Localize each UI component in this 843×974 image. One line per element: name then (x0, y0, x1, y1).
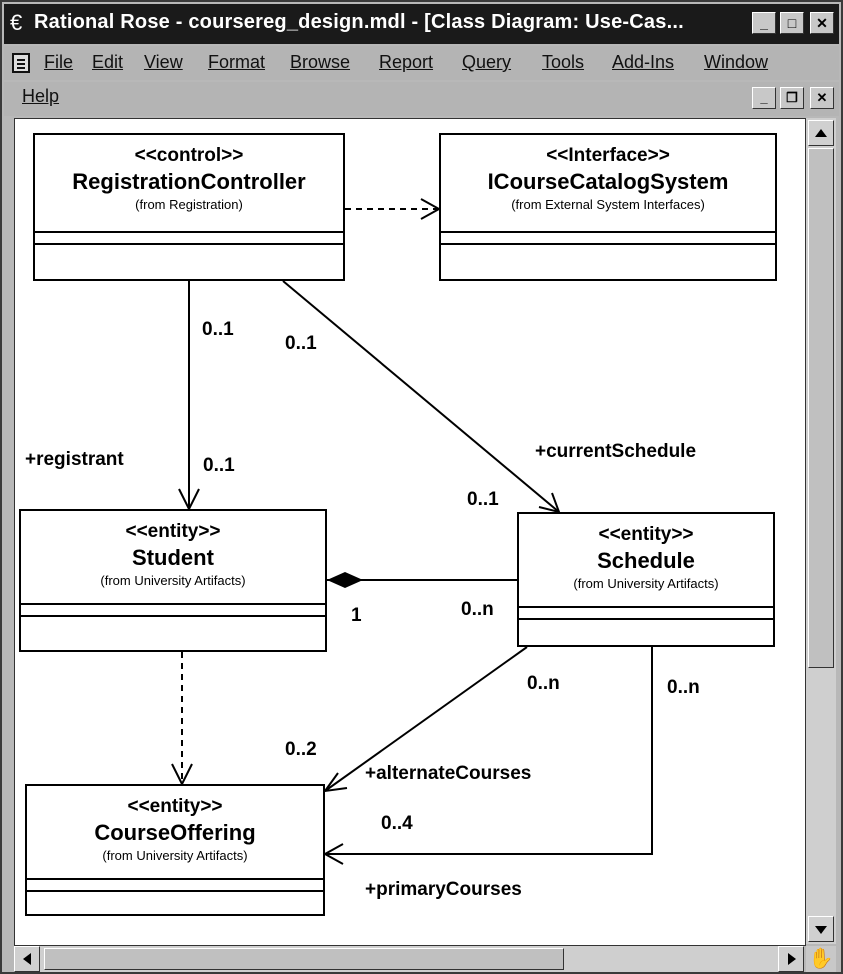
scroll-up-button[interactable] (808, 120, 834, 146)
class-separator (27, 878, 323, 880)
class-stereotype: <<entity>> (125, 521, 221, 542)
multiplicity-label: 0..1 (467, 489, 499, 510)
association-rc-schedule (282, 280, 560, 513)
scroll-left-button[interactable] (14, 946, 40, 972)
child-close-button[interactable]: ✕ (810, 87, 834, 109)
menu-edit[interactable]: Edit (92, 52, 124, 72)
menu-add-ins[interactable]: Add-Ins (612, 52, 675, 72)
class-name: ICourseCatalogSystem (487, 169, 729, 194)
menu-bar: File Edit View Format Browse Report Quer… (4, 46, 839, 80)
multiplicity-label: 0..1 (285, 333, 317, 354)
child-restore-button[interactable]: ❐ (780, 87, 804, 109)
class-name: Schedule (597, 548, 695, 573)
association-primary-courses (325, 647, 653, 855)
rose-icon[interactable]: € (10, 10, 23, 35)
role-label: +alternateCourses (365, 763, 532, 784)
diagram-canvas[interactable]: <<control>> RegistrationController (from… (14, 118, 806, 946)
class-schedule[interactable]: <<entity>> Schedule (from University Art… (517, 512, 775, 647)
association-alternate-courses (324, 646, 528, 792)
vertical-scroll-thumb[interactable] (808, 148, 834, 668)
menu-bar-row-2: Help _ ❐ ✕ (4, 82, 839, 116)
menu-tools[interactable]: Tools (542, 52, 585, 72)
menu-report[interactable]: Report (379, 52, 434, 72)
scroll-down-button[interactable] (808, 916, 834, 942)
class-origin: (from University Artifacts) (100, 573, 246, 588)
menu-window[interactable]: Window (704, 52, 769, 72)
class-stereotype: <<control>> (134, 145, 244, 166)
class-student[interactable]: <<entity>> Student (from University Arti… (19, 509, 327, 652)
title-bar[interactable]: € Rational Rose - coursereg_design.mdl -… (4, 4, 839, 44)
multiplicity-label: 0..1 (202, 319, 234, 340)
class-registration-controller[interactable]: <<control>> RegistrationController (from… (33, 133, 345, 281)
class-separator (27, 890, 323, 892)
class-separator (35, 243, 343, 245)
relationship-lines (171, 198, 653, 865)
class-separator (35, 231, 343, 233)
maximize-button[interactable]: □ (780, 12, 804, 34)
multiplicity-label: 0..n (527, 673, 560, 694)
role-label: +primaryCourses (365, 879, 522, 900)
class-course-offering[interactable]: <<entity>> CourseOffering (from Universi… (25, 784, 325, 916)
association-arrowhead (322, 772, 348, 793)
horizontal-scrollbar[interactable] (14, 946, 804, 972)
hand-icon[interactable]: ✋ (806, 946, 836, 972)
class-separator (21, 615, 325, 617)
menu-view[interactable]: View (144, 52, 183, 72)
horizontal-scroll-thumb[interactable] (44, 948, 564, 970)
composition-diamond (327, 572, 363, 588)
multiplicity-label: 0..2 (285, 739, 317, 760)
class-separator (519, 618, 773, 620)
menu-query[interactable]: Query (462, 52, 512, 72)
multiplicity-label: 0..4 (381, 813, 413, 834)
menu-format[interactable]: Format (208, 52, 266, 72)
multiplicity-label: 0..n (461, 599, 494, 620)
class-origin: (from University Artifacts) (573, 576, 719, 591)
menu-browse[interactable]: Browse (290, 52, 351, 72)
class-origin: (from University Artifacts) (102, 848, 248, 863)
class-separator (441, 231, 775, 233)
class-origin: (from External System Interfaces) (511, 197, 705, 212)
class-stereotype: <<entity>> (598, 524, 694, 545)
multiplicity-label: 0..1 (203, 455, 235, 476)
class-separator (441, 243, 775, 245)
class-stereotype: <<Interface>> (546, 145, 670, 166)
multiplicity-label: 0..n (667, 677, 700, 698)
class-separator (21, 603, 325, 605)
class-name: CourseOffering (94, 820, 256, 845)
role-label: +currentSchedule (535, 441, 697, 462)
document-icon[interactable] (12, 53, 30, 73)
window-title: Rational Rose - coursereg_design.mdl - [… (34, 11, 684, 33)
menu-file[interactable]: File (44, 52, 74, 72)
class-stereotype: <<entity>> (127, 796, 223, 817)
association-arrowhead (322, 843, 344, 865)
role-label: +registrant (25, 449, 124, 470)
multiplicity-label: 1 (351, 605, 362, 626)
class-name: RegistrationController (72, 169, 306, 194)
menu-help[interactable]: Help (22, 86, 60, 106)
child-minimize-button[interactable]: _ (752, 87, 776, 109)
class-origin: (from Registration) (135, 197, 243, 212)
class-name: Student (132, 545, 214, 570)
close-button[interactable]: ✕ (810, 12, 834, 34)
class-separator (519, 606, 773, 608)
class-icourse-catalog-system[interactable]: <<Interface>> ICourseCatalogSystem (from… (439, 133, 777, 281)
minimize-button[interactable]: _ (752, 12, 776, 34)
scroll-right-button[interactable] (778, 946, 804, 972)
vertical-scrollbar[interactable] (806, 118, 836, 944)
